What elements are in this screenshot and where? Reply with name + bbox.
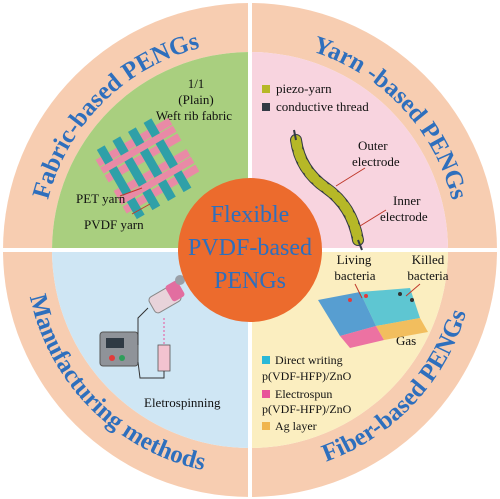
electrospinning-label: Eletrospinning (144, 395, 221, 410)
outer-electrode-pointer (335, 167, 366, 187)
legend-direct-writing-line2: p(VDF-HFP)/ZnO (262, 369, 352, 383)
killed-bacteria-line2: bacteria (407, 268, 448, 283)
inner-electrode-pointer (359, 209, 387, 227)
legend-ag-layer: Ag layer (275, 419, 317, 433)
piezo-yarn-swatch (262, 85, 270, 93)
legend-electrospun-swatch (262, 390, 270, 398)
twisted-yarn-illustration (290, 129, 364, 251)
legend-piezo-yarn: piezo-yarn (276, 81, 332, 96)
living-bacteria-line2: bacteria (334, 268, 375, 283)
pvdf-yarn-label: PVDF yarn (84, 217, 144, 232)
inner-electrode-line2: electrode (380, 209, 428, 224)
woven-fabric-illustration (95, 117, 200, 220)
fabric-title-line2: (Plain) (178, 92, 213, 107)
fabric-title-line3: Weft rib fabric (156, 108, 232, 123)
center-circle (178, 178, 322, 322)
collector (157, 344, 171, 372)
power-supply (99, 331, 139, 367)
pet-yarn-label: PET yarn (76, 191, 126, 206)
center-title-line3: PENGs (214, 268, 286, 294)
legend-direct-writing-line1: Direct writing (275, 353, 343, 367)
killed-bacteria-line1: Killed (412, 252, 445, 267)
outer-electrode-line2: electrode (352, 154, 400, 169)
center-title-line1: Flexible (211, 202, 290, 228)
legend-conductive-thread: conductive thread (276, 99, 369, 114)
pvdf-yarn-pointer (131, 203, 151, 215)
pet-yarn-pointer (119, 187, 143, 197)
legend-ag-layer-swatch (262, 422, 270, 430)
inner-electrode-line1: Inner (393, 193, 421, 208)
fabric-title-line1: 1/1 (188, 76, 205, 91)
legend-electrospun-line1: Electrospun (275, 387, 332, 401)
electrospinning-illustration (99, 275, 185, 379)
conductive-thread-swatch (262, 103, 270, 111)
outer-electrode-line1: Outer (358, 138, 388, 153)
legend-direct-writing-swatch (262, 356, 270, 364)
fiber-mat-illustration (318, 283, 428, 348)
living-bacteria-line1: Living (337, 252, 372, 267)
center-title-line2: PVDF-based (188, 235, 312, 261)
legend-electrospun-line2: p(VDF-HFP)/ZnO (262, 402, 352, 416)
